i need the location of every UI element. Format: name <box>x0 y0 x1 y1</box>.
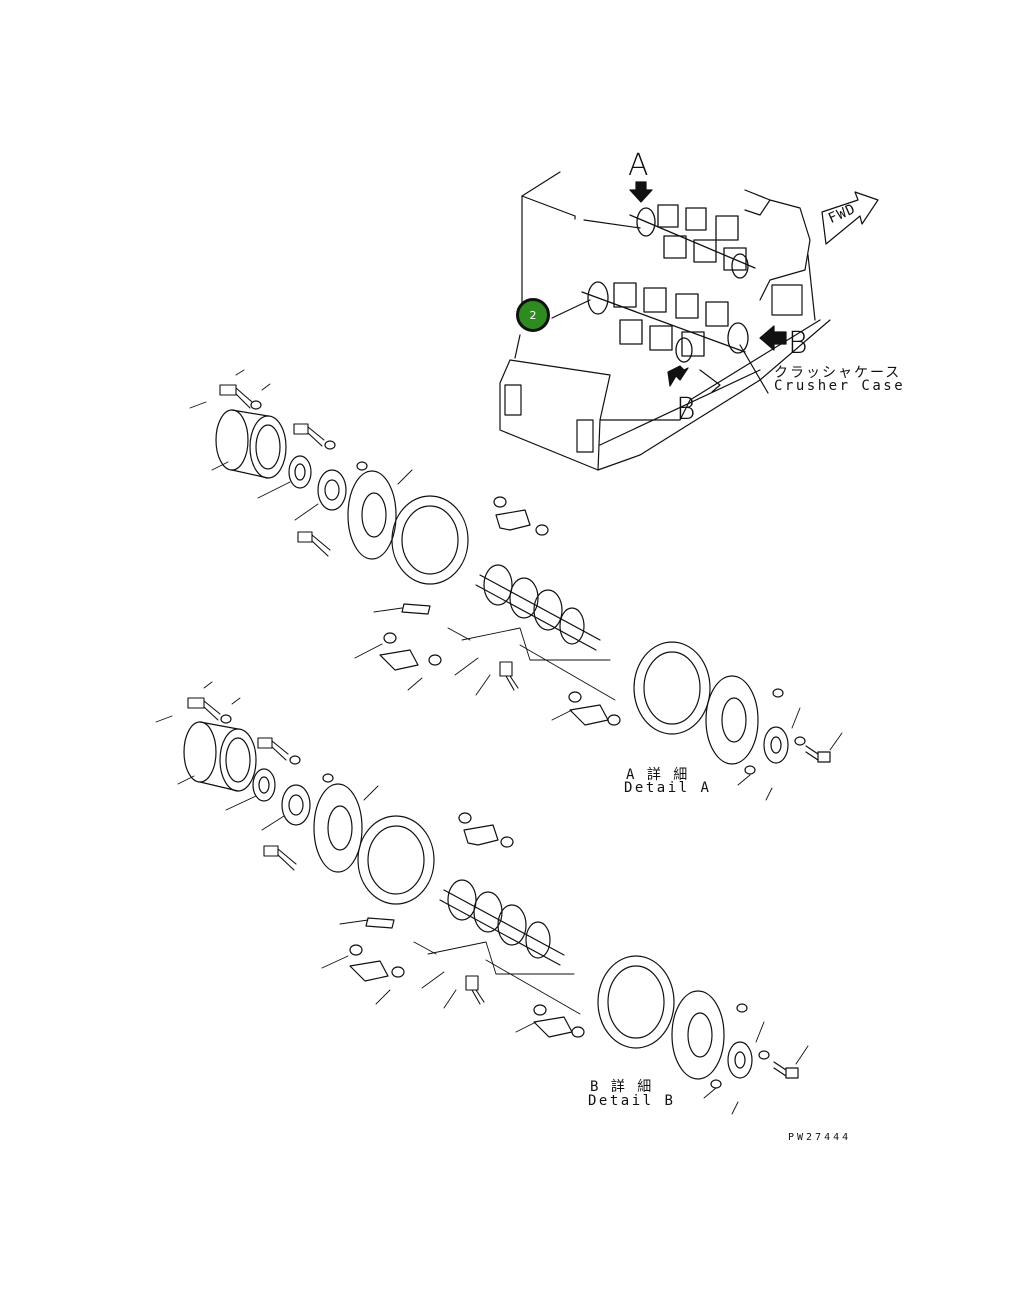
detail-a-label-jp: A 詳 細 <box>626 767 690 783</box>
view-arrow-a-label: A <box>628 148 649 183</box>
detail-b-label-en: Detail B <box>588 1093 676 1109</box>
detail-a-exploded-view <box>189 369 843 801</box>
view-arrow-b-label-bottom: B <box>676 392 696 427</box>
detail-b-exploded-view <box>155 681 809 1115</box>
crusher-case-label-en: Crusher Case <box>774 378 906 394</box>
crusher-case-label-jp: クラッシャケース <box>774 365 902 381</box>
crusher-case-overview <box>499 171 879 471</box>
callout-number: 2 <box>529 308 537 322</box>
view-arrow-b-label-right: B <box>788 326 808 361</box>
callout-2[interactable]: 2 <box>516 298 550 332</box>
detail-b-label-jp: B 詳 細 <box>590 1079 654 1095</box>
detail-a-label-en: Detail A <box>624 780 712 796</box>
drawing-id-code: PW27444 <box>788 1132 852 1143</box>
